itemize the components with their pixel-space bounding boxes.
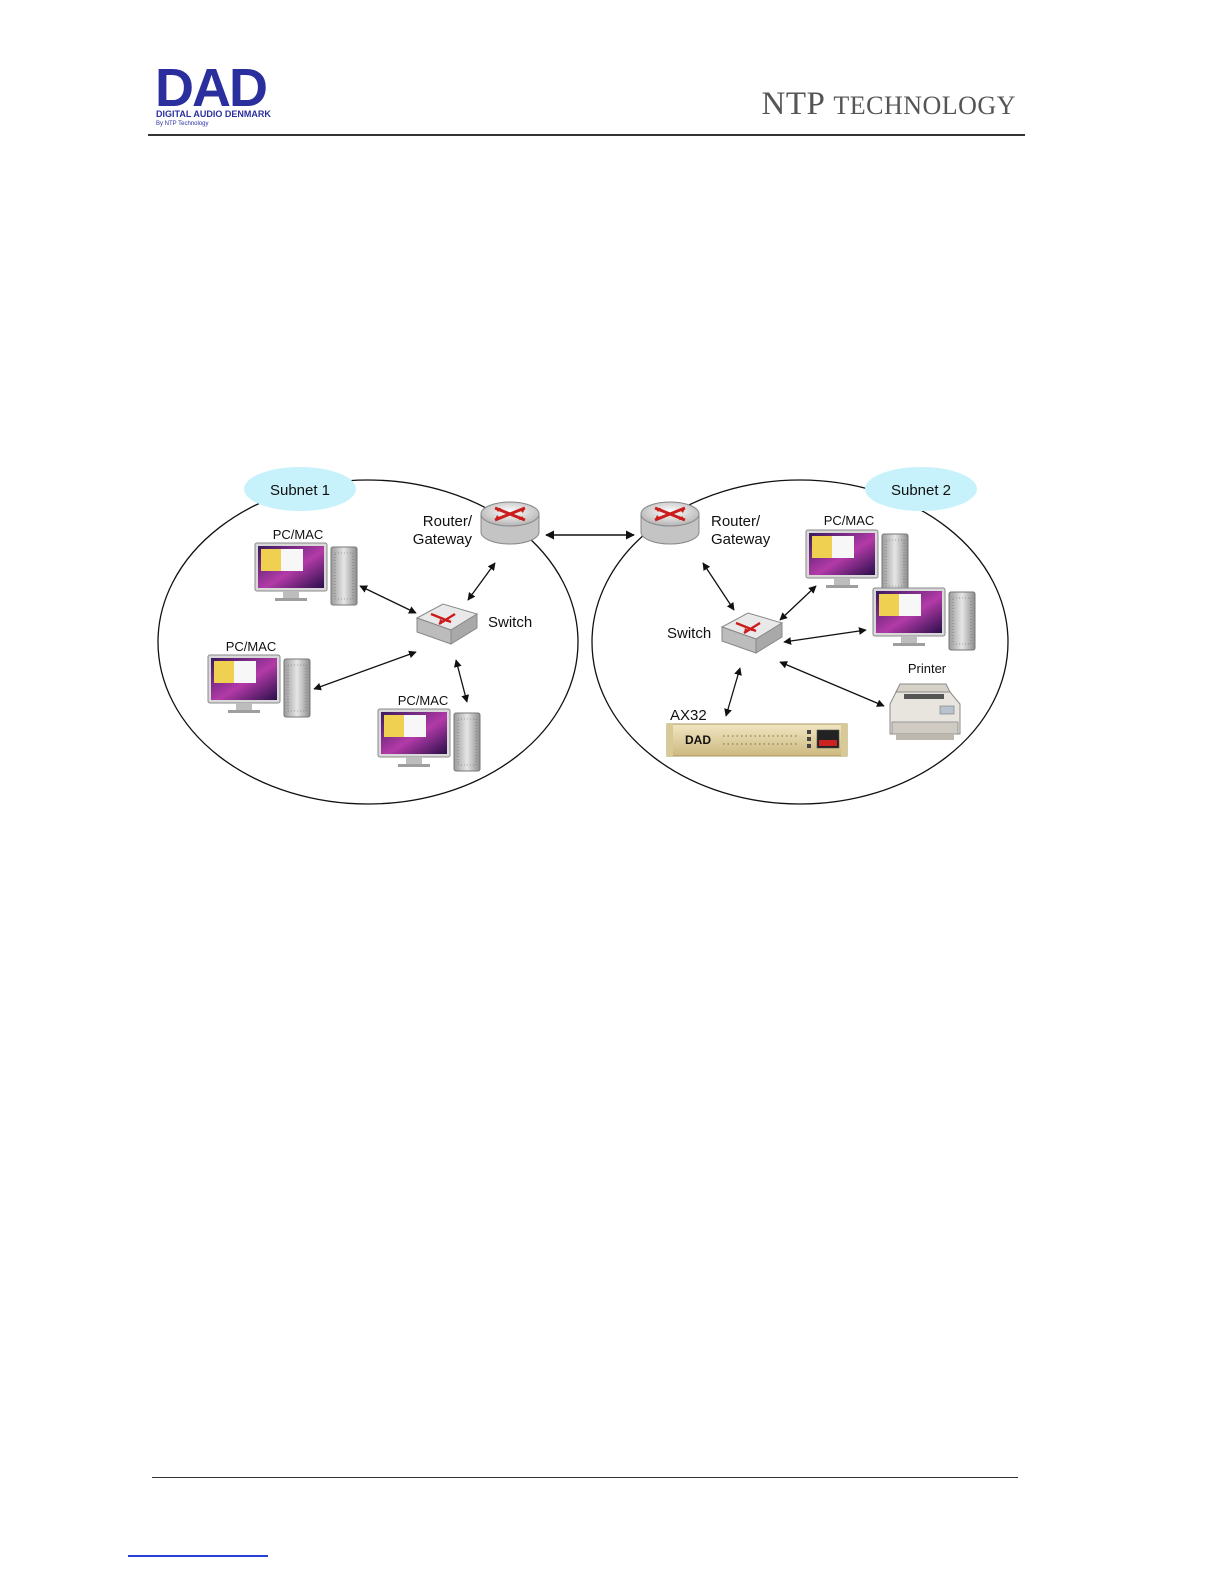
s2-pc1-label: PC/MAC [824,513,875,528]
s2-router-label-line2: Gateway [711,531,771,548]
header-divider [148,134,1025,136]
s1-pc3-label: PC/MAC [398,693,449,708]
s2-switch-label: Switch [667,625,711,642]
printer-icon [890,684,960,740]
link-s2-router-switch [703,563,734,610]
s1-router-label-line1: Router/ [423,513,473,530]
s2-router-icon [641,502,699,544]
link-s2-switch-pc2 [784,630,866,642]
s1-router-icon [481,502,539,544]
s1-pc2-label: PC/MAC [226,639,277,654]
s2-printer-label: Printer [908,661,947,676]
s1-pc3-icon [378,709,480,771]
s2-switch-icon [722,613,782,653]
s1-switch-label: Switch [488,614,532,631]
link-s2-switch-pc1 [780,586,816,620]
company-name-small: TECHNOLOGY [833,91,1016,120]
link-s1-switch-router [468,563,495,600]
dad-logo: DAD DIGITAL AUDIO DENMARK By NTP Technol… [155,62,285,128]
link-s1-switch-pc1 [360,586,416,613]
logo-byline: By NTP Technology [156,121,208,127]
company-name-big: NTP [762,86,826,122]
s2-pc1-icon [806,530,908,592]
logo-subtitle: DIGITAL AUDIO DENMARK [156,109,271,119]
s1-pc1-label: PC/MAC [273,527,324,542]
s2-router-label-line1: Router/ [711,513,761,530]
s2-pc2-icon [873,588,975,650]
s1-switch-icon [417,604,477,644]
s2-ax32-label: AX32 [670,707,707,724]
subnet1-label: Subnet 1 [270,482,330,499]
s1-pc1-icon [255,543,357,605]
link-s1-switch-pc2 [314,652,416,689]
network-diagram: Subnet 1 Subnet 2 Router/ Gateway Switch… [140,460,1040,820]
footer-divider [152,1477,1018,1478]
company-name: NTP TECHNOLOGY [700,86,1016,123]
subnet2-label: Subnet 2 [891,482,951,499]
link-s2-switch-ax32 [726,668,740,716]
s1-router-label-line2: Gateway [413,531,473,548]
s1-pc2-icon [208,655,310,717]
footer-link-underline[interactable] [128,1555,268,1557]
link-s1-switch-pc3 [456,660,467,702]
ax32-device-icon: DAD [667,724,847,756]
link-s2-switch-printer [780,662,884,706]
ax32-brand: DAD [685,733,711,747]
